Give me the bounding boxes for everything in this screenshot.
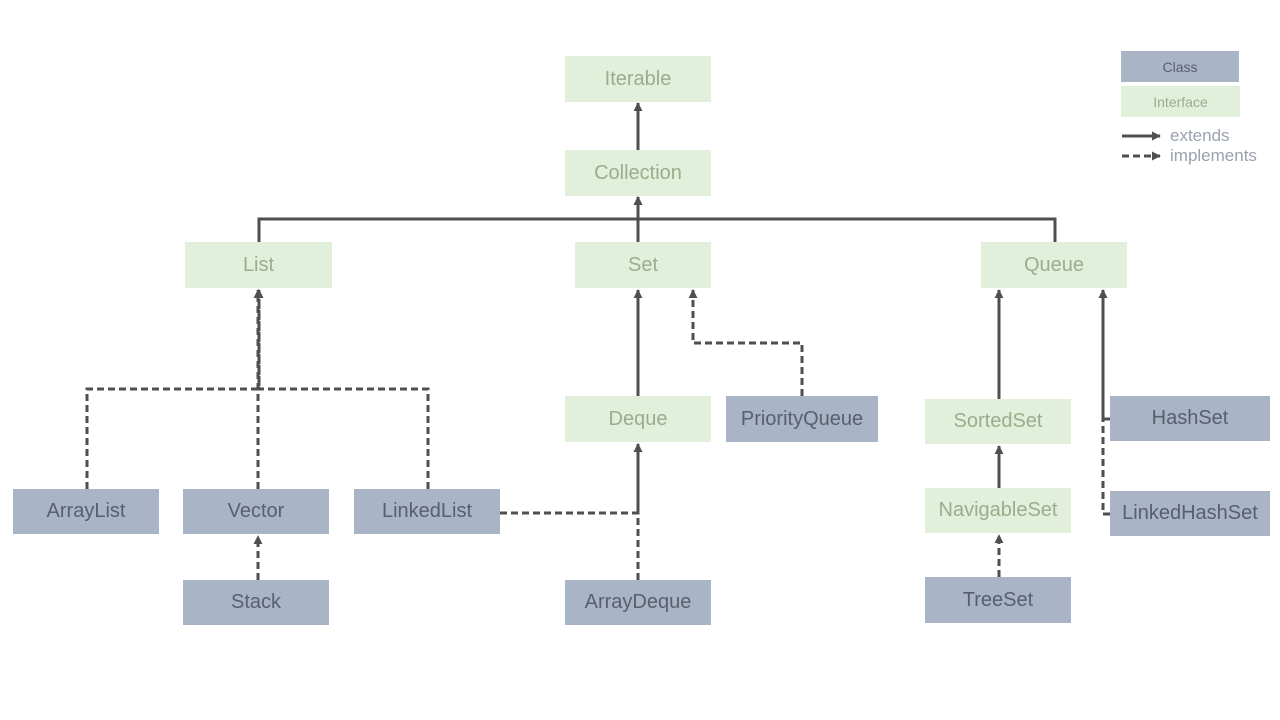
edge-linkedhashset-to-queue [1098, 289, 1110, 516]
legend-extends-label: extends [1170, 126, 1230, 145]
node-stack: Stack [183, 580, 329, 625]
edge-arraylist-to-list [85, 289, 264, 489]
node-vector: Vector [183, 489, 329, 534]
node-hashset: HashSet [1110, 396, 1270, 441]
node-list: List [185, 242, 332, 288]
edge-list-to-collection [257, 196, 643, 242]
node-sortedset: SortedSet [925, 399, 1071, 444]
edge-queue-to-collection [633, 196, 1057, 242]
node-navigableset: NavigableSet [925, 488, 1071, 533]
edge-linkedlist-to-list [254, 289, 430, 489]
node-queue: Queue [981, 242, 1127, 288]
node-treeset: TreeSet [925, 577, 1071, 623]
edge-linkedlist-to-deque [500, 443, 643, 515]
edge-priorityqueue-to-set [688, 289, 804, 396]
node-collection: Collection [565, 150, 711, 196]
node-deque: Deque [565, 396, 711, 442]
node-set: Set [575, 242, 711, 288]
node-linkedhashset: LinkedHashSet [1110, 491, 1270, 536]
node-priorityqueue: PriorityQueue [726, 396, 878, 442]
legend-interface-swatch: Interface [1121, 86, 1240, 117]
legend-class-swatch: Class [1121, 51, 1239, 82]
node-arraydeque: ArrayDeque [565, 580, 711, 625]
node-arraylist: ArrayList [13, 489, 159, 534]
node-iterable: Iterable [565, 56, 711, 102]
legend-implements-label: implements [1170, 146, 1257, 165]
node-linkedlist: LinkedList [354, 489, 500, 534]
